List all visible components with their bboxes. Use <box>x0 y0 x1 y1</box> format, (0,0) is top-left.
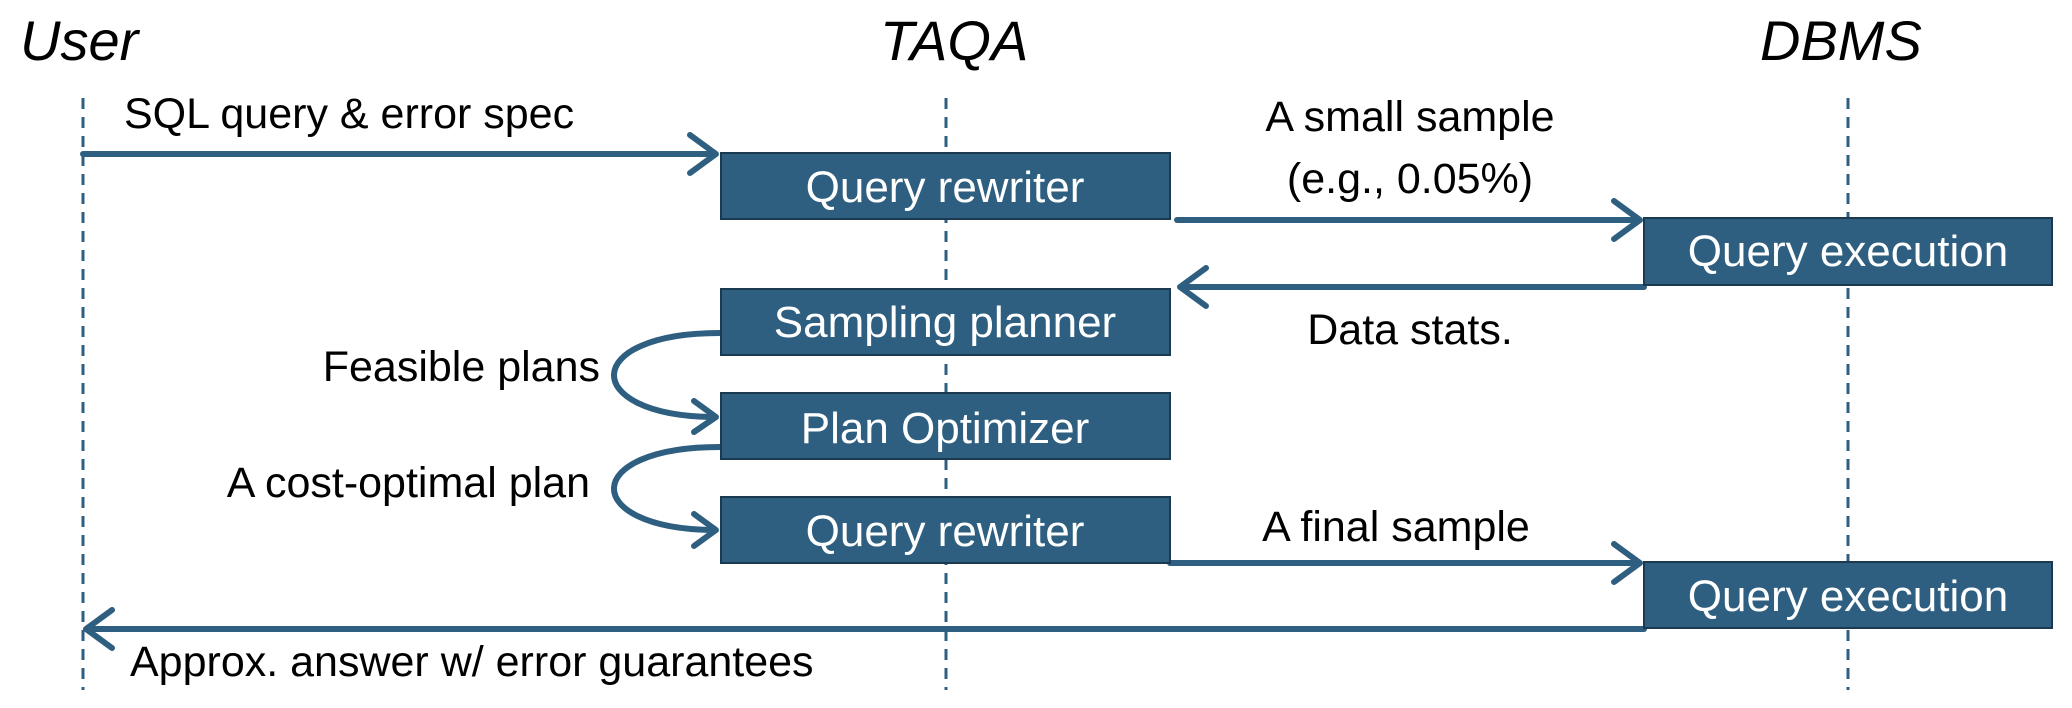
small-sample-arrowhead <box>1611 198 1643 242</box>
query-execution-label-1: Query execution <box>1688 227 2008 276</box>
approx-answer-arrowhead <box>83 607 115 651</box>
final-sample-label: A final sample <box>1262 503 1530 551</box>
query-rewriter-label-2: Query rewriter <box>806 507 1085 556</box>
sampling-planner-label: Sampling planner <box>774 298 1116 347</box>
query-rewriter-box-1 <box>720 152 1171 220</box>
dbms-lifeline-title: DBMS <box>1760 9 1922 72</box>
feasible-plans-arrow <box>611 330 723 420</box>
plan-optimizer-box <box>720 392 1171 460</box>
plan-optimizer-label: Plan Optimizer <box>801 404 1090 453</box>
final-sample-arrowhead <box>1611 541 1643 585</box>
taqa-lifeline-title: TAQA <box>880 9 1028 72</box>
small-sample-label-line1: A small sample <box>1265 93 1554 141</box>
sql-query-arrowhead <box>687 132 719 176</box>
data-stats-arrowhead <box>1177 265 1209 309</box>
cost-optimal-plan-arrowhead <box>691 511 719 549</box>
cost-optimal-plan-label: A cost-optimal plan <box>227 459 590 507</box>
user-lifeline-title: User <box>20 9 141 72</box>
sampling-planner-box <box>720 288 1171 356</box>
query-rewriter-label-1: Query rewriter <box>806 163 1085 212</box>
feasible-plans-arrowhead <box>691 398 719 435</box>
cost-optimal-plan-arrow <box>611 444 723 533</box>
query-rewriter-box-2 <box>720 496 1171 564</box>
query-execution-box-1 <box>1643 217 2053 286</box>
data-stats-label: Data stats. <box>1307 306 1513 354</box>
query-execution-label-2: Query execution <box>1688 572 2008 621</box>
sql-query-label: SQL query & error spec <box>124 90 574 138</box>
approx-answer-label: Approx. answer w/ error guarantees <box>130 638 814 686</box>
query-execution-box-2 <box>1643 561 2053 629</box>
small-sample-label-line2: (e.g., 0.05%) <box>1287 155 1533 203</box>
feasible-plans-label: Feasible plans <box>323 343 600 391</box>
